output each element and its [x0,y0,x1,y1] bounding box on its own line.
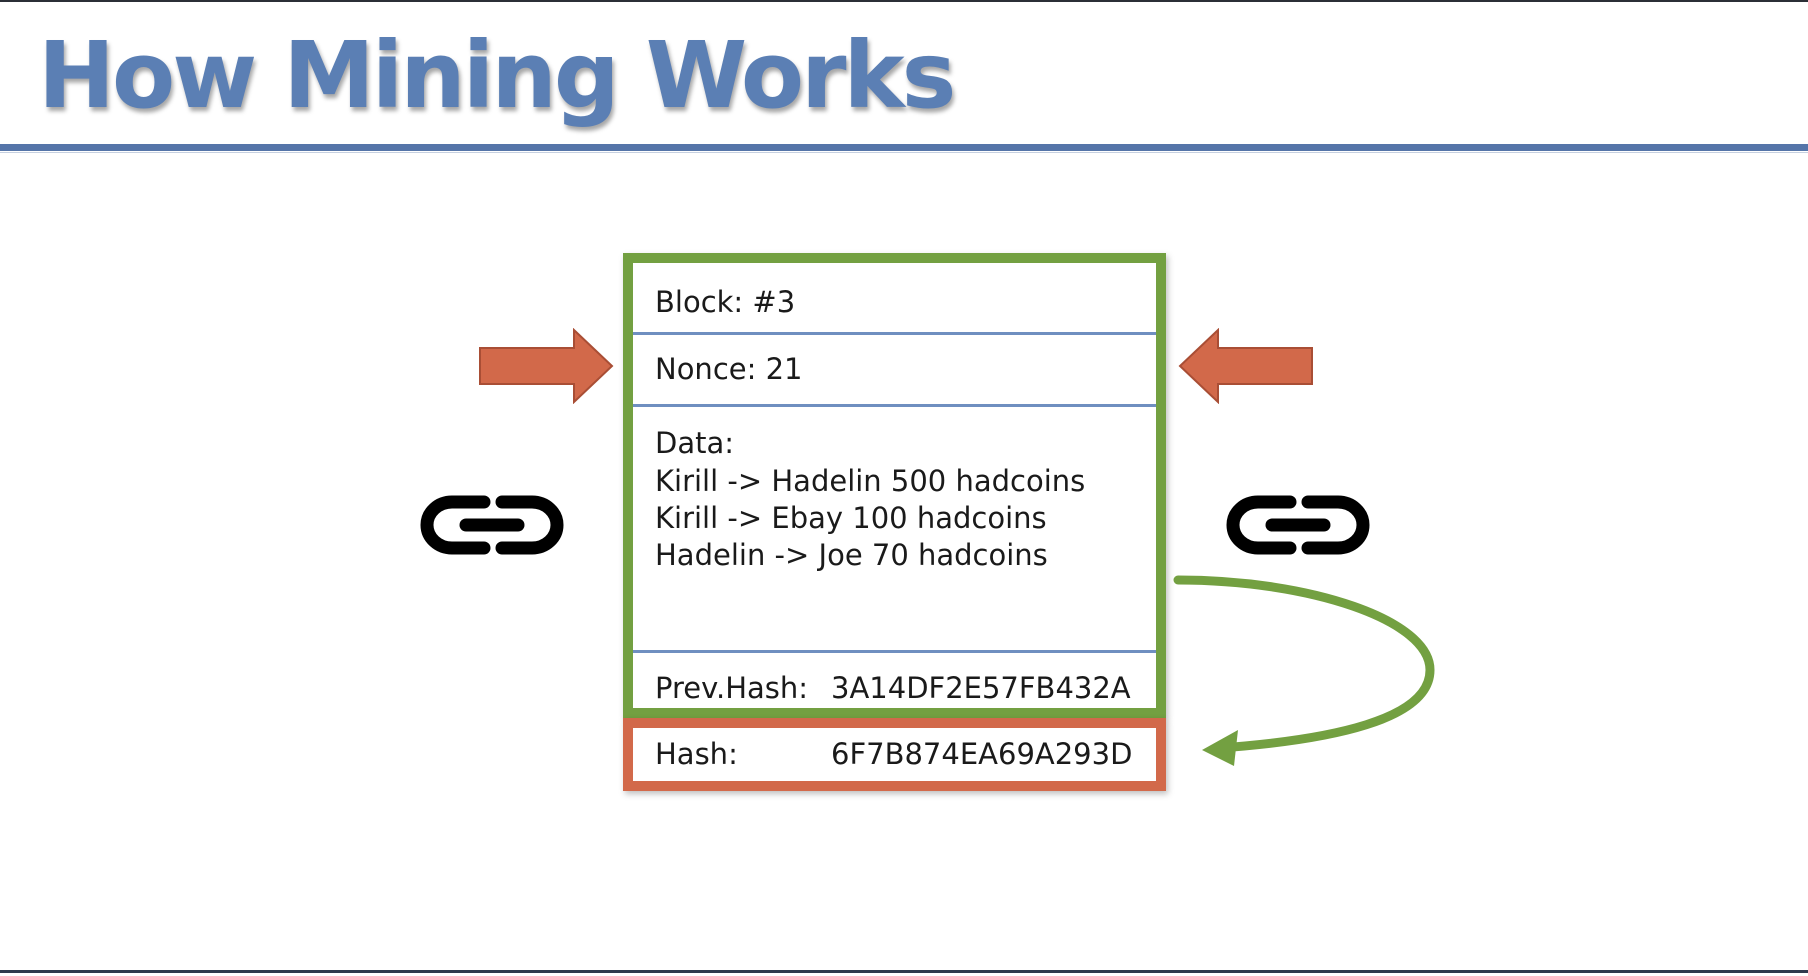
prev-hash-field: Prev.Hash: 3A14DF2E57FB432A [655,671,1131,705]
prev-hash-label: Prev.Hash: [655,671,809,705]
hash-value: 6F7B874EA69A293D [831,737,1133,771]
block-card: Block: #3 Nonce: 21 Data: Kirill -> Hade… [623,253,1166,718]
hash-label: Hash: [655,737,738,771]
slide-title: How Mining Works [38,22,956,129]
hash-box: Hash: 6F7B874EA69A293D [623,718,1166,791]
top-border [0,0,1808,2]
data-line: Hadelin -> Joe 70 hadcoins [655,538,1048,572]
hash-field: Hash: 6F7B874EA69A293D [655,737,1132,771]
data-line: Kirill -> Ebay 100 hadcoins [655,501,1047,535]
right-arrow-icon [479,328,614,404]
data-line: Kirill -> Hadelin 500 hadcoins [655,464,1086,498]
block-number: Block: #3 [655,285,796,319]
data-label: Data: [655,426,735,460]
nonce-separator [633,404,1156,407]
hash-feedback-arrow [1173,575,1435,766]
bottom-border [0,970,1808,973]
chain-link-icon [420,495,564,555]
title-divider [0,144,1808,151]
nonce-field: Nonce: 21 [655,352,803,386]
data-separator [633,650,1156,653]
prev-hash-value: 3A14DF2E57FB432A [831,671,1131,705]
left-arrow-icon [1178,328,1313,404]
block-separator [633,332,1156,335]
title-divider-highlight [0,152,1808,153]
data-list: Kirill -> Hadelin 500 hadcoins Kirill ->… [655,463,1085,574]
chain-link-icon [1226,495,1370,555]
